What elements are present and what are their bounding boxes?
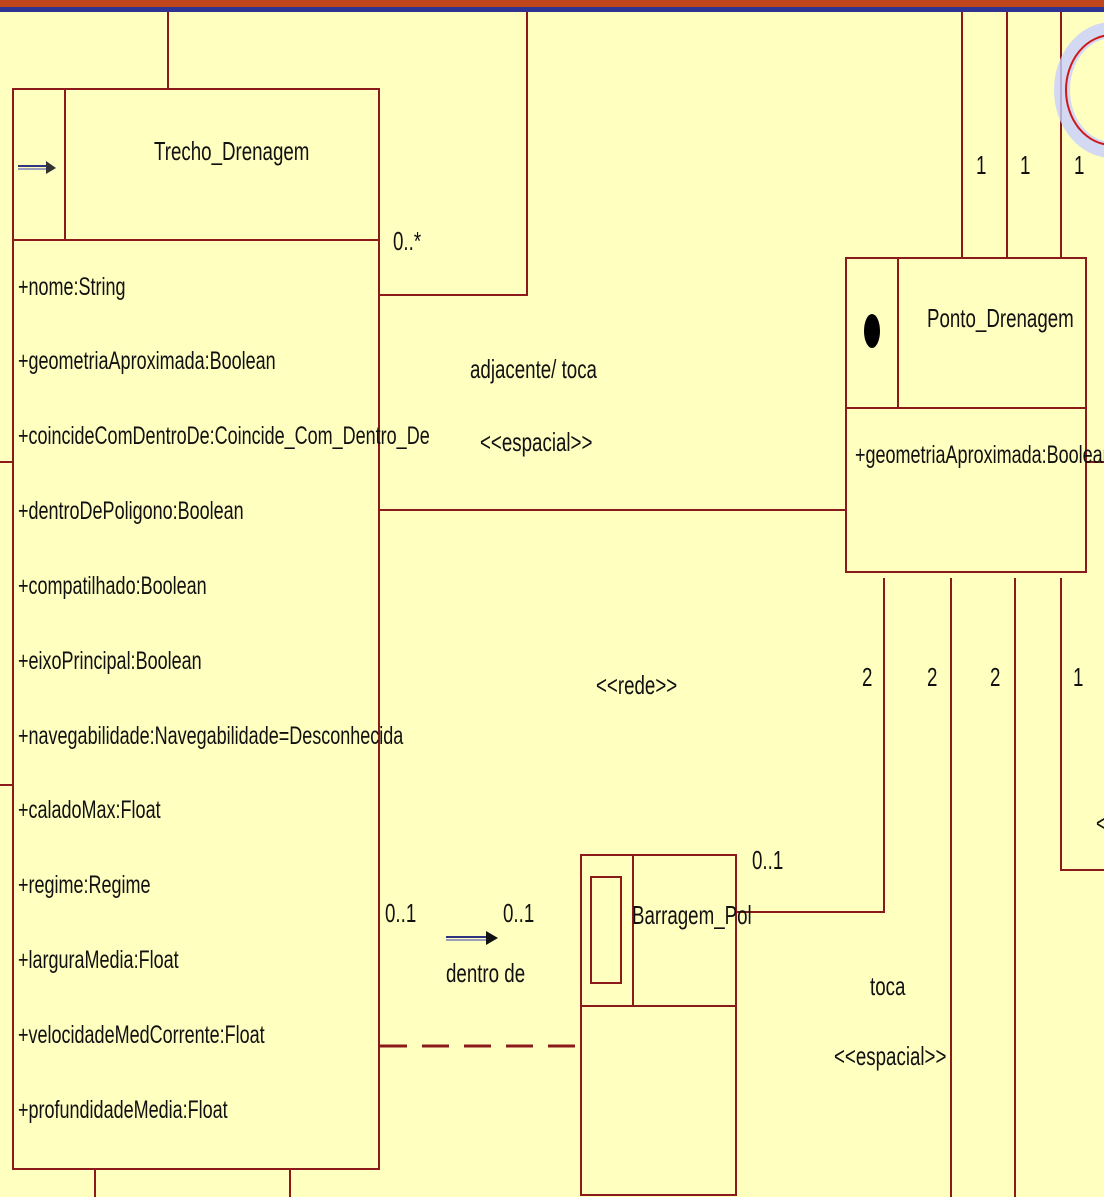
multiplicity-label: 1: [976, 150, 987, 180]
multiplicity-label: 0..1: [385, 898, 417, 928]
attribute: +coincideComDentroDe:Coincide_Com_Dentro…: [18, 422, 430, 450]
stereotype-label-rede: <<rede>>: [596, 670, 678, 700]
trecho-class-name: Trecho_Drenagem: [154, 136, 310, 166]
toca-association-line: [737, 578, 885, 913]
multiplicity-label: 0..*: [393, 226, 422, 256]
dependency-label-dentro-de: dentro de: [446, 958, 526, 988]
attribute: +compatilhado:Boolean: [18, 572, 207, 600]
attribute: +eixoPrincipal:Boolean: [18, 647, 202, 675]
attribute: +nome:String: [18, 273, 126, 301]
multiplicity-label: 1: [1074, 150, 1085, 180]
multiplicity-label: 2: [927, 662, 938, 692]
multiplicity-label: 0..1: [503, 898, 535, 928]
attribute: +caladoMax:Float: [18, 796, 161, 824]
ponto-bottom-loop-line: [1060, 578, 1104, 871]
ponto-header: Ponto_Drenagem: [847, 259, 1085, 409]
attribute: +navegabilidade:Navegabilidade=Desconhec…: [18, 722, 404, 750]
stereotype-label: <<espacial>>: [834, 1041, 947, 1071]
ponto-class-name: Ponto_Drenagem: [927, 303, 1074, 333]
attribute: +profundidadeMedia:Float: [18, 1096, 228, 1124]
point-dot-icon: [864, 314, 880, 348]
barragem-header: Barragem_Pol: [582, 856, 752, 1007]
top-banner: [0, 0, 1104, 12]
association-label-toca: toca: [870, 971, 906, 1001]
class-ponto-drenagem[interactable]: Ponto_Drenagem +geometriaAproximada:Bool…: [845, 257, 1104, 573]
class-barragem-pol[interactable]: Barragem_Pol: [580, 854, 752, 1196]
attribute: +velocidadeMedCorrente:Float: [18, 1021, 265, 1049]
attribute: +geometriaAproximada:Boolean: [855, 441, 1104, 469]
highlight-circle-icon: [1054, 22, 1104, 158]
trecho-header: Trecho_Drenagem: [14, 90, 378, 241]
multiplicity-label: 1: [1073, 662, 1084, 692]
attribute: +larguraMedia:Float: [18, 946, 179, 974]
dentro-de-arrow-icon: [446, 931, 498, 945]
cut-off-label: <: [1096, 808, 1104, 839]
association-label-adjacente: adjacente/ toca: [470, 354, 597, 384]
attribute: +geometriaAproximada:Boolean: [18, 347, 276, 375]
multiplicity-label: 1: [1020, 150, 1031, 180]
self-association-line-right: [380, 12, 528, 296]
multiplicity-label: 2: [862, 662, 873, 692]
barragem-icon-cell: [582, 856, 634, 1005]
trecho-icon-cell: [14, 90, 66, 239]
multiplicity-label: 2: [990, 662, 1001, 692]
stereotype-label: <<espacial>>: [480, 427, 593, 457]
barragem-class-name: Barragem_Pol: [632, 900, 752, 930]
polygon-square-icon: [590, 876, 622, 984]
class-trecho-drenagem[interactable]: Trecho_Drenagem +nome:String +geometriaA…: [12, 88, 430, 1170]
ponto-icon-cell: [847, 259, 899, 407]
multiplicity-label: 0..1: [752, 845, 784, 875]
arrow-line-icon: [18, 161, 56, 174]
attribute: +dentroDePoligono:Boolean: [18, 497, 244, 525]
attribute: +regime:Regime: [18, 871, 151, 899]
